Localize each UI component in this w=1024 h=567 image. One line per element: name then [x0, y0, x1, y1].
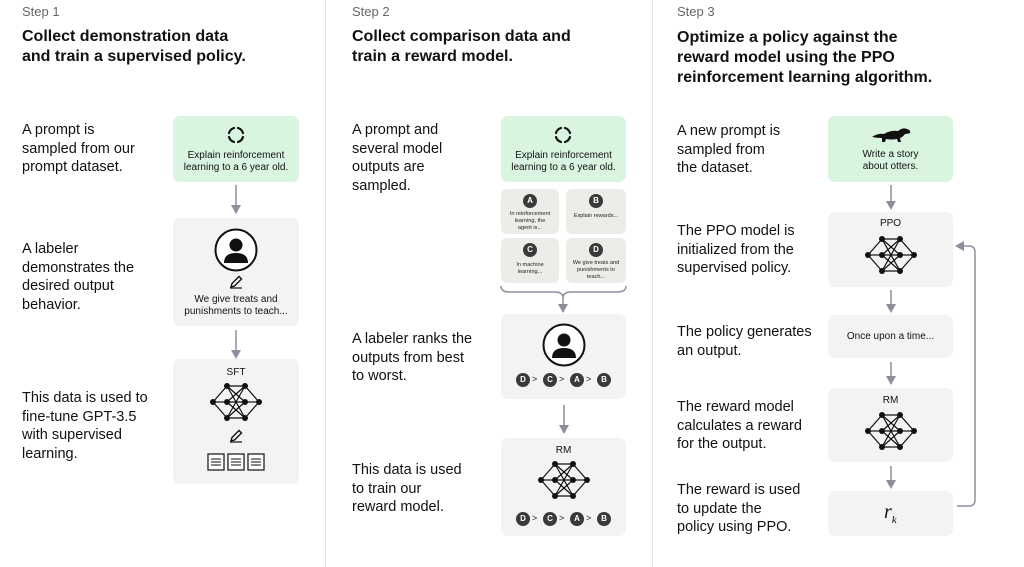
step-description: A labeler demonstrates the desired outpu… [22, 241, 135, 313]
flow-arrow [559, 405, 569, 434]
document-icon [207, 453, 265, 471]
rank-badge: C [543, 512, 557, 526]
rank-separator: > [586, 374, 592, 384]
step-description: The reward model calculates a reward for… [677, 399, 802, 452]
pencil-icon [229, 429, 243, 443]
model-label: RM [555, 445, 572, 456]
rank-badge: B [597, 373, 611, 387]
sft-model-box: SFT [173, 359, 299, 484]
reward-value: rk [884, 501, 897, 526]
policy-output-text: Once upon a time... [846, 331, 935, 342]
reward-symbol: r [884, 501, 892, 523]
flow-arrow [886, 362, 896, 385]
feedback-loop-arrow [955, 241, 976, 507]
reward-model-box: RM D > C > A > B [501, 438, 626, 536]
step-label: Step 3 [677, 4, 715, 19]
otter-icon [872, 128, 911, 142]
step-description: A prompt and several model outputs are s… [352, 122, 443, 194]
labeler-icon [214, 228, 258, 272]
column-divider [652, 0, 653, 567]
prompt-box: Explain reinforcement learning to a 6 ye… [173, 116, 299, 182]
step-label: Step 2 [352, 4, 390, 19]
neural-network-icon [865, 412, 917, 450]
prompt-box: Explain reinforcement learning to a 6 ye… [501, 116, 626, 182]
refresh-icon [554, 126, 572, 144]
demo-output-text: We give treats and punishments to teach.… [184, 294, 288, 317]
rank-badge: A [570, 373, 584, 387]
neural-network-icon [865, 236, 917, 274]
step-description: A labeler ranks the outputs from best to… [352, 331, 473, 384]
rank-badge: C [543, 373, 557, 387]
ranking-box: D > C > A > B [501, 314, 626, 399]
step-title: Collect demonstration data and train a s… [22, 28, 246, 65]
reward-model-box: RM [828, 388, 953, 462]
flow-arrow [886, 466, 896, 489]
reward-box: rk [828, 491, 953, 536]
ppo-model-box: PPO [828, 212, 953, 287]
step-description: The reward is used to update the policy … [677, 482, 801, 535]
output-letter-badge: B [589, 194, 603, 208]
neural-network-icon [538, 461, 590, 499]
output-letter-badge: D [589, 243, 603, 257]
merge-bracket [500, 285, 627, 313]
column-divider [325, 0, 326, 567]
rank-separator: > [586, 513, 592, 523]
rank-badge: D [516, 512, 530, 526]
step-description: The policy generates an output. [677, 324, 812, 359]
output-text: In reinforcement learning, the agent is.… [509, 211, 551, 231]
output-card: D We give treats and punishments to teac… [566, 238, 626, 283]
reward-subscript: k [891, 514, 897, 526]
prompt-text: Explain reinforcement learning to a 6 ye… [511, 150, 616, 173]
step-label: Step 1 [22, 4, 60, 19]
policy-output-box: Once upon a time... [828, 315, 953, 358]
neural-network-icon [210, 383, 262, 421]
model-label: PPO [879, 218, 902, 229]
step-description: This data is used to train our reward mo… [352, 462, 462, 515]
rank-separator: > [532, 513, 538, 523]
labeler-icon [542, 323, 586, 367]
labeler-box: We give treats and punishments to teach.… [173, 218, 299, 326]
output-card: C In machine learning... [501, 238, 559, 283]
rank-separator: > [532, 374, 538, 384]
step-description: A new prompt is sampled from the dataset… [677, 123, 781, 176]
rank-separator: > [559, 374, 565, 384]
model-label: SFT [226, 367, 246, 378]
model-label: RM [882, 395, 899, 406]
prompt-box: Write a story about otters. [828, 116, 953, 182]
flow-arrow [886, 290, 896, 313]
refresh-icon [227, 126, 245, 144]
output-card: A In reinforcement learning, the agent i… [501, 189, 559, 234]
prompt-text: Write a story about otters. [862, 149, 919, 172]
output-letter-badge: A [523, 194, 537, 208]
output-text: In machine learning... [516, 262, 544, 275]
rank-badge: B [597, 512, 611, 526]
flow-arrow [886, 185, 896, 210]
pencil-icon [229, 275, 243, 289]
flow-arrow [231, 185, 241, 214]
output-text: Explain rewards... [573, 213, 619, 219]
output-text: We give treats and punishments to teach.… [572, 260, 620, 280]
rank-badge: D [516, 373, 530, 387]
prompt-text: Explain reinforcement learning to a 6 ye… [183, 150, 289, 173]
step-title: Optimize a policy against the reward mod… [677, 29, 933, 86]
rank-badge: A [570, 512, 584, 526]
rank-separator: > [559, 513, 565, 523]
step-title: Collect comparison data and train a rewa… [352, 28, 571, 65]
flow-arrow [231, 330, 241, 359]
output-card: B Explain rewards... [566, 189, 626, 234]
step-description: The PPO model is initialized from the su… [677, 223, 795, 276]
step-description: This data is used to fine-tune GPT-3.5 w… [22, 390, 148, 462]
step-description: A prompt is sampled from our prompt data… [22, 122, 135, 175]
output-letter-badge: C [523, 243, 537, 257]
